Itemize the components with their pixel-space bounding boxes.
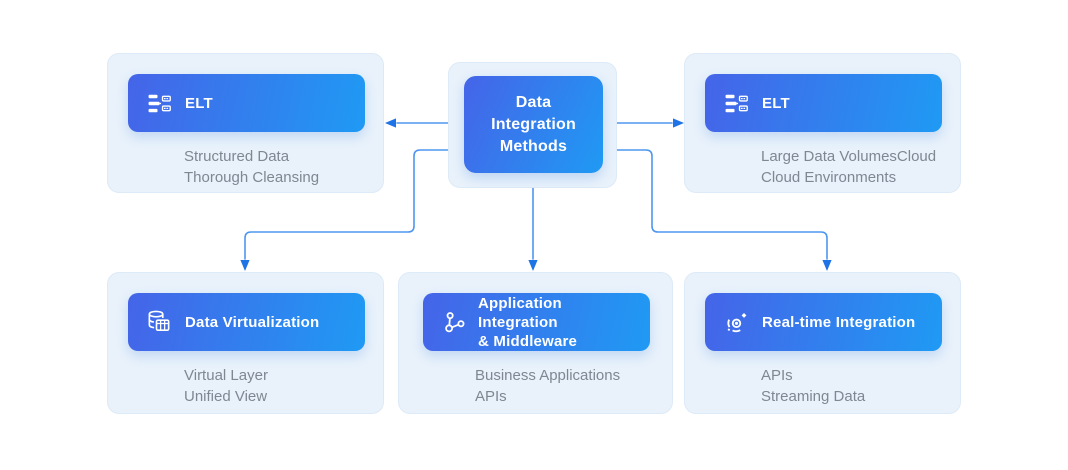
node-label: Application Integration & Middleware — [478, 294, 578, 350]
description-line: Large Data VolumesCloud — [761, 148, 937, 165]
description-line: Virtual Layer — [184, 367, 268, 384]
description-line: Thorough Cleansing — [184, 169, 320, 186]
card-data-virtualization: Data Virtualization Virtual Layer Unifie… — [107, 272, 384, 414]
node-realtime-integration[interactable]: Real-time Integration — [705, 293, 942, 351]
arrowhead-down-right-icon — [822, 260, 832, 271]
card-description: Structured Data Thorough Cleansing — [184, 146, 319, 188]
elt-tree-icon — [146, 90, 172, 116]
card-realtime-integration: Real-time Integration APIs Streaming Dat… — [684, 272, 961, 414]
connector-center-to-bottom-right — [616, 149, 828, 260]
connector-center-to-bottom-left — [244, 149, 449, 260]
node-label: Data Virtualization — [185, 313, 320, 331]
node-label: ELT — [185, 94, 213, 112]
card-description: Business Applications APIs — [475, 365, 620, 407]
arrowhead-down-middle-icon — [528, 260, 538, 271]
description-line: Business Applications — [475, 367, 621, 384]
description-line: Streaming Data — [761, 388, 866, 405]
card-elt-right: ELT Large Data VolumesCloud Cloud Enviro… — [684, 53, 961, 193]
card-description: Large Data VolumesCloud Cloud Environmen… — [761, 146, 936, 188]
node-label: Real-time Integration — [762, 313, 916, 331]
arrowhead-right-icon — [673, 118, 684, 128]
card-application-integration: Application Integration & Middleware Bus… — [398, 272, 673, 414]
arrowhead-down-left-icon — [240, 260, 250, 271]
arrowhead-left-icon — [385, 118, 396, 128]
node-data-virtualization[interactable]: Data Virtualization — [128, 293, 365, 351]
network-nodes-icon — [441, 309, 467, 335]
center-node[interactable]: Data Integration Methods — [464, 76, 603, 173]
realtime-sync-icon — [723, 309, 749, 335]
card-description: APIs Streaming Data — [761, 365, 865, 407]
description-line: Structured Data — [184, 148, 290, 165]
card-center: Data Integration Methods — [448, 62, 617, 188]
database-table-icon — [146, 309, 172, 335]
center-node-label: Data Integration Methods — [491, 93, 576, 155]
node-application-integration[interactable]: Application Integration & Middleware — [423, 293, 650, 351]
card-description: Virtual Layer Unified View — [184, 365, 268, 407]
node-elt-left[interactable]: ELT — [128, 74, 365, 132]
card-elt-left: ELT Structured Data Thorough Cleansing — [107, 53, 384, 193]
description-line: APIs — [761, 367, 793, 384]
node-label: ELT — [762, 94, 790, 112]
elt-tree-icon — [723, 90, 749, 116]
description-line: Cloud Environments — [761, 169, 897, 186]
description-line: APIs — [475, 388, 507, 405]
description-line: Unified View — [184, 388, 268, 405]
node-elt-right[interactable]: ELT — [705, 74, 942, 132]
